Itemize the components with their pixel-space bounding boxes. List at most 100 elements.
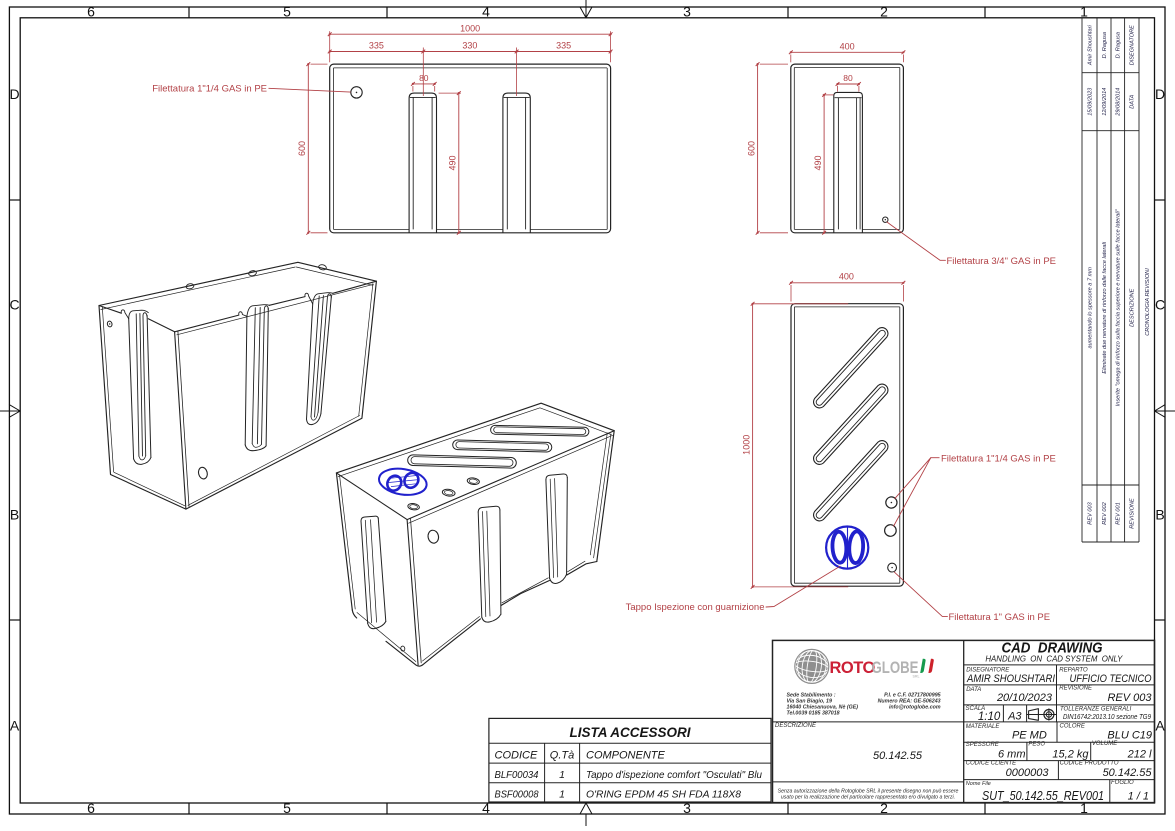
svg-text:Tel.0039 0185 387018: Tel.0039 0185 387018: [787, 710, 840, 716]
svg-text:80: 80: [419, 73, 429, 83]
svg-text:GLOBE: GLOBE: [872, 659, 919, 677]
svg-text:CODICE CLIENTE: CODICE CLIENTE: [966, 761, 1017, 767]
svg-text:MATERIALE: MATERIALE: [966, 724, 1001, 730]
svg-text:PESO: PESO: [1028, 742, 1045, 748]
svg-text:1: 1: [1080, 800, 1088, 816]
svg-text:490: 490: [813, 155, 823, 170]
svg-text:490: 490: [448, 155, 458, 170]
svg-text:Tappo d'ispezione comfort "Osc: Tappo d'ispezione comfort "Osculati" Blu: [586, 769, 762, 781]
svg-text:600: 600: [746, 141, 756, 156]
svg-text:D: D: [10, 86, 20, 102]
svg-text:A: A: [1155, 718, 1165, 734]
svg-text:1: 1: [559, 788, 565, 800]
svg-text:aumentando lo spessore a 7 mm: aumentando lo spessore a 7 mm: [1087, 267, 1093, 349]
svg-text:Filettatura 1" GAS in PE: Filettatura 1" GAS in PE: [949, 612, 1051, 623]
svg-text:REV 001: REV 001: [1116, 502, 1122, 524]
svg-text:C: C: [1155, 297, 1165, 313]
svg-text:4: 4: [482, 3, 490, 19]
svg-text:DISEGNATORE: DISEGNATORE: [966, 667, 1010, 673]
svg-text:TOLLERANZE GENERALI: TOLLERANZE GENERALI: [1060, 706, 1132, 712]
svg-text:Q.Tà: Q.Tà: [550, 750, 574, 762]
svg-text:BSF00008: BSF00008: [495, 788, 539, 800]
svg-text:Senza autorizzazione della Rot: Senza autorizzazione della Rotoglobe SRL…: [778, 788, 959, 794]
svg-text:LISTA ACCESSORI: LISTA ACCESSORI: [569, 725, 690, 740]
svg-text:600: 600: [297, 141, 307, 156]
svg-text:1:10: 1:10: [978, 711, 1001, 723]
svg-text:Via San Biagio, 19: Via San Biagio, 19: [787, 699, 832, 705]
svg-text:12/09/2014: 12/09/2014: [1102, 88, 1108, 116]
svg-text:DESCRIZIONE: DESCRIZIONE: [1130, 288, 1136, 326]
svg-text:15/09/2023: 15/09/2023: [1087, 87, 1093, 116]
svg-text:Nome File: Nome File: [966, 781, 991, 787]
svg-text:1: 1: [1080, 3, 1088, 19]
svg-text:PE MD: PE MD: [1012, 730, 1047, 742]
svg-text:Tappo Ispezione con guarnizion: Tappo Ispezione con guarnizione: [626, 602, 765, 613]
svg-text:50.142.55: 50.142.55: [873, 750, 923, 762]
svg-text:AMIR SHOUSHTARI: AMIR SHOUSHTARI: [966, 673, 1055, 685]
svg-text:1 / 1: 1 / 1: [1128, 791, 1149, 803]
svg-text:info@rotoglobe.com: info@rotoglobe.com: [889, 704, 941, 710]
svg-text:SUT_50.142.55_REV001: SUT_50.142.55_REV001: [982, 789, 1104, 803]
svg-text:1000: 1000: [460, 23, 480, 33]
svg-text:2: 2: [880, 3, 888, 19]
svg-text:Filettatura 1"1/4 GAS in PE: Filettatura 1"1/4 GAS in PE: [152, 84, 267, 95]
svg-text:CRONOLOGIA REVISIONI: CRONOLOGIA REVISIONI: [1145, 268, 1151, 336]
svg-text:A3: A3: [1007, 711, 1022, 723]
svg-text:BLF00034: BLF00034: [495, 769, 539, 781]
svg-text:REV 002: REV 002: [1102, 501, 1108, 524]
svg-text:29/08/2014: 29/08/2014: [1116, 88, 1122, 117]
svg-text:B: B: [10, 507, 19, 523]
svg-text:SCALA: SCALA: [966, 706, 986, 712]
svg-text:A: A: [10, 718, 20, 734]
svg-text:6: 6: [87, 3, 95, 19]
svg-text:SRL: SRL: [913, 675, 920, 679]
svg-text:REVISIONE: REVISIONE: [1059, 686, 1093, 692]
svg-text:DATA: DATA: [1130, 94, 1136, 108]
svg-text:DISEGNATORE: DISEGNATORE: [1130, 25, 1136, 65]
svg-text:6: 6: [87, 800, 95, 816]
svg-text:1000: 1000: [741, 435, 751, 455]
svg-text:Amir Shoushtari: Amir Shoushtari: [1087, 25, 1093, 67]
svg-text:Eliminate due nervature di rin: Eliminate due nervature di rinforzo dall…: [1102, 241, 1108, 373]
svg-text:REV 003: REV 003: [1107, 692, 1152, 704]
svg-text:400: 400: [840, 41, 855, 51]
svg-text:Filettatura 3/4" GAS in PE: Filettatura 3/4" GAS in PE: [947, 256, 1057, 267]
svg-text:DIN16742:2013.10 sezione TG9: DIN16742:2013.10 sezione TG9: [1063, 712, 1151, 721]
svg-text:SPESSORE: SPESSORE: [966, 742, 1000, 748]
svg-text:3: 3: [683, 3, 691, 19]
svg-text:VOLUME: VOLUME: [1092, 741, 1118, 747]
svg-text:DATA: DATA: [966, 687, 981, 693]
svg-text:20/10/2023: 20/10/2023: [996, 692, 1053, 704]
svg-text:ROTO: ROTO: [830, 659, 876, 677]
svg-text:Filettatura 1"1/4 GAS in PE: Filettatura 1"1/4 GAS in PE: [941, 454, 1056, 465]
svg-text:CODICE: CODICE: [495, 750, 538, 762]
svg-text:O'RING EPDM 45 SH FDA 118X8: O'RING EPDM 45 SH FDA 118X8: [586, 788, 741, 800]
svg-text:2: 2: [880, 800, 888, 816]
svg-text:3: 3: [683, 800, 691, 816]
svg-text:FOGLIO: FOGLIO: [1111, 780, 1134, 786]
svg-text:REV 003: REV 003: [1087, 501, 1093, 524]
svg-text:16040 Chiesanuova, Nè (GE): 16040 Chiesanuova, Nè (GE): [787, 704, 859, 710]
svg-text:DESCRIZIONE: DESCRIZIONE: [775, 723, 817, 729]
svg-text:335: 335: [556, 41, 571, 51]
svg-text:B: B: [1155, 507, 1164, 523]
svg-text:COLORE: COLORE: [1060, 724, 1086, 730]
svg-text:usato per la realizzazione del: usato per la realizzazione del particola…: [781, 794, 955, 800]
svg-text:C: C: [10, 297, 20, 313]
svg-text:Numero REA: GE-506243: Numero REA: GE-506243: [878, 699, 941, 705]
svg-text:HANDLING ON CAD SYSTEM ONLY: HANDLING ON CAD SYSTEM ONLY: [985, 655, 1123, 664]
svg-text:212 l: 212 l: [1127, 749, 1152, 761]
svg-text:80: 80: [843, 73, 853, 83]
svg-text:Inserite "omega di rinforzo su: Inserite "omega di rinforzo sulla faccia…: [1116, 208, 1122, 406]
svg-text:330: 330: [462, 41, 477, 51]
svg-text:REPARTO: REPARTO: [1059, 667, 1088, 673]
svg-text:15,2 kg: 15,2 kg: [1052, 749, 1089, 761]
svg-text:REVISIONE: REVISIONE: [1130, 498, 1136, 529]
svg-text:UFFICIO TECNICO: UFFICIO TECNICO: [1070, 673, 1152, 685]
svg-text:P.I. e C.F. 02717800995: P.I. e C.F. 02717800995: [884, 693, 942, 699]
svg-text:D. Ragusa: D. Ragusa: [1116, 32, 1122, 58]
svg-text:6 mm: 6 mm: [998, 749, 1026, 761]
svg-text:5: 5: [283, 3, 291, 19]
svg-text:50.142.55: 50.142.55: [1103, 767, 1153, 779]
svg-text:1: 1: [559, 769, 565, 781]
